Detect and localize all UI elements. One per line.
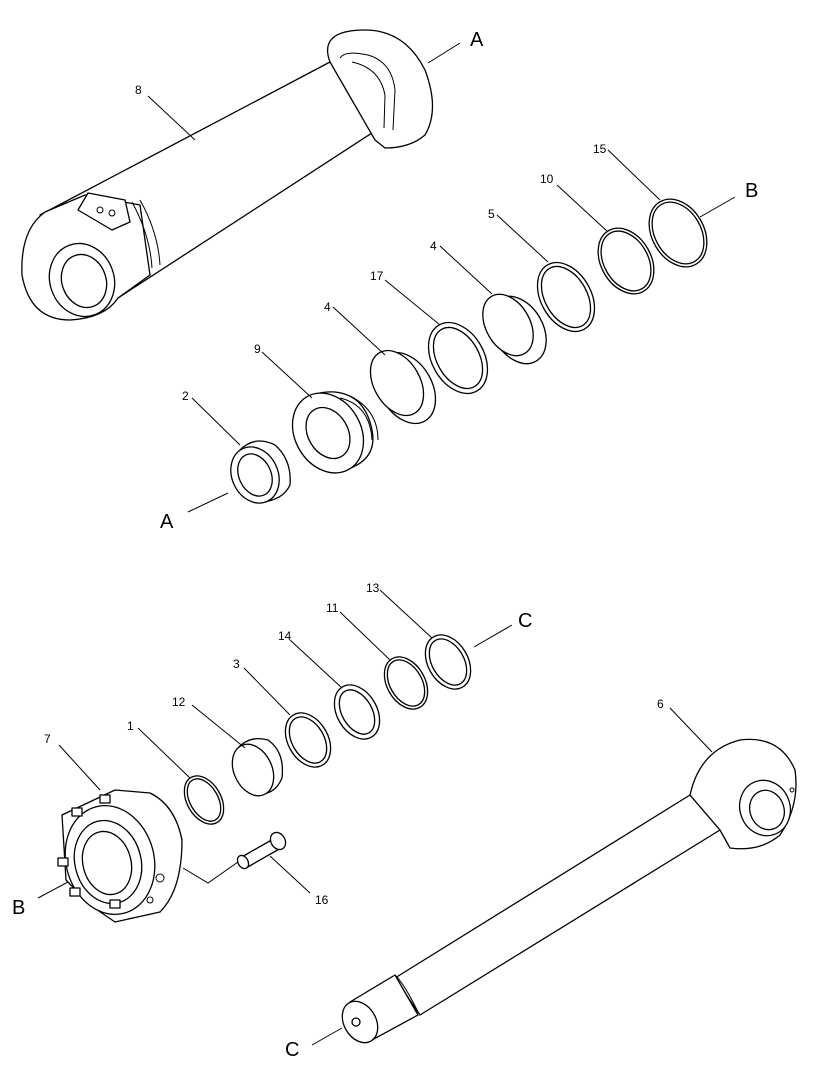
seal-part-14: [333, 684, 381, 740]
callout-6: 6: [657, 697, 664, 711]
callout-11: 11: [326, 601, 339, 615]
callout-numbers: 8 15 10 5 4 17 4 9 2 13 11 14 3 12 1 7 6…: [44, 83, 664, 907]
bushing-part-12: [231, 737, 284, 797]
callout-4-upper: 4: [430, 239, 437, 253]
wear-ring-part-4-upper: [482, 293, 547, 365]
callout-1: 1: [127, 719, 134, 733]
connector-c-bottom: C: [285, 1039, 299, 1061]
connector-letters: A A B B C C: [12, 29, 758, 1061]
seal-part-5: [536, 261, 596, 333]
connector-a-bottom: A: [160, 511, 174, 533]
callout-2: 2: [182, 389, 189, 403]
connector-b-right: B: [745, 180, 758, 202]
callout-7: 7: [44, 732, 51, 746]
connector-a-top: A: [470, 29, 484, 51]
cylinder-barrel-part-8: [21, 29, 434, 321]
callout-9: 9: [254, 342, 261, 356]
bushing-part-2: [230, 440, 291, 504]
wear-ring-part-4-lower: [369, 349, 437, 425]
callout-16: 16: [315, 893, 329, 907]
cylinder-head-part-7: [57, 789, 183, 923]
callout-15: 15: [593, 142, 607, 156]
ring-part-10: [597, 227, 655, 295]
bolt-part-16: [236, 831, 287, 870]
ring-part-11: [383, 656, 429, 710]
connector-b-left: B: [12, 897, 25, 919]
connector-c-right: C: [518, 610, 532, 632]
callout-14: 14: [278, 629, 292, 643]
ring-part-1: [183, 775, 225, 825]
seal-part-3: [284, 712, 332, 768]
callout-13: 13: [366, 581, 380, 595]
ring-part-13: [424, 634, 472, 690]
callout-12: 12: [172, 695, 186, 709]
callout-17: 17: [370, 269, 384, 283]
ring-part-15: [648, 198, 708, 268]
seal-part-17: [427, 321, 489, 395]
leader-lines: [37, 42, 736, 1046]
piston-part-9: [291, 391, 379, 474]
callout-4-lower: 4: [324, 300, 331, 314]
piston-rod-part-6: [341, 738, 797, 1044]
callout-10: 10: [540, 172, 554, 186]
callout-3: 3: [233, 657, 240, 671]
callout-8: 8: [135, 83, 142, 97]
callout-5: 5: [488, 207, 495, 221]
